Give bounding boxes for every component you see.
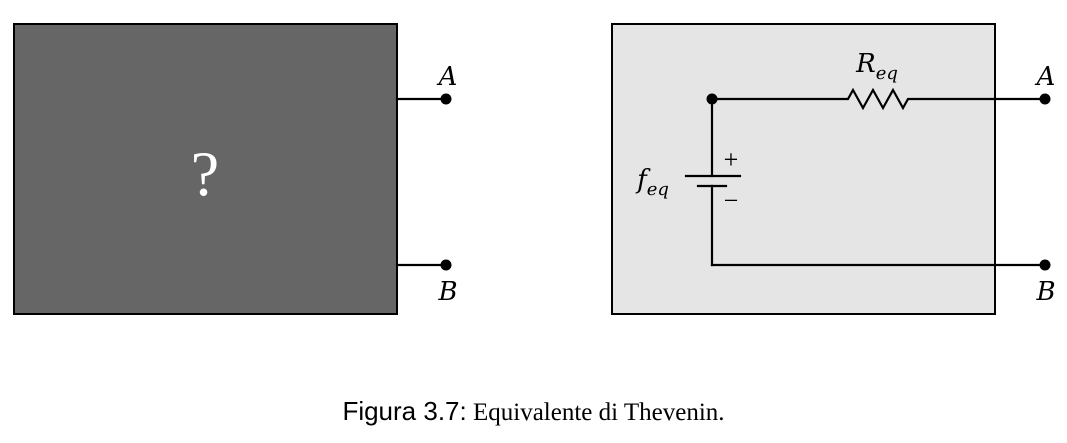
resistor-label: Req [855, 49, 898, 84]
right-terminal-b-node [1039, 259, 1051, 271]
unknown-network-symbol: ? [191, 138, 219, 209]
right-terminal-a-node [1039, 93, 1051, 105]
source-label: feq [635, 165, 669, 200]
source-minus-sign: − [724, 186, 739, 215]
source-label-sub: eq [647, 179, 669, 200]
top-wire [710, 87, 1047, 111]
unknown-network: ? A B [13, 23, 458, 315]
thevenin-equivalent: Req + − feq A B [611, 23, 1056, 315]
caption-text: Equivalente di Thevenin. [472, 399, 725, 426]
left-terminal-b-node [440, 259, 452, 271]
resistor-label-sub: eq [876, 63, 898, 84]
right-terminal-b-label: B [1035, 277, 1055, 307]
left-terminal-b-label: B [437, 277, 457, 307]
resistor-label-main: R [855, 49, 876, 79]
source-plus-sign: + [724, 145, 739, 174]
left-terminal-a-node [440, 93, 452, 105]
right-terminal-a-label: A [1035, 62, 1056, 92]
caption-label: Figura 3.7: [342, 396, 467, 426]
unknown-network-box [13, 23, 398, 315]
thevenin-box [611, 23, 996, 315]
left-terminal-a-label: A [437, 62, 458, 92]
figure-caption: Figura 3.7: Equivalente di Thevenin. [0, 396, 1067, 427]
